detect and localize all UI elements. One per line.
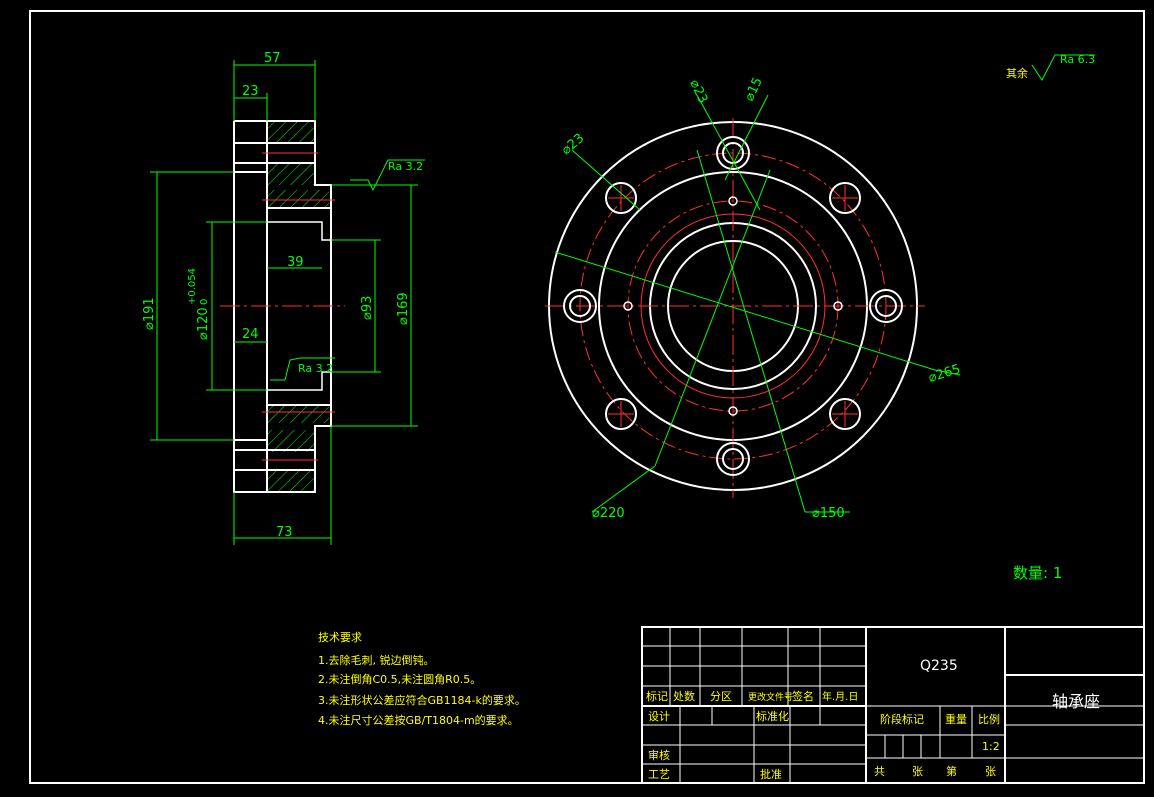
section-view: 57 23 39 24 73 ⌀191 ⌀120 +0.054 0 ⌀93 ⌀1… xyxy=(142,51,425,545)
tol-lower: 0 xyxy=(199,299,210,305)
roughness-rest: 其余 Ra 6.3 xyxy=(1006,53,1095,81)
material-label: Q235 xyxy=(920,658,958,674)
header-change-doc: 更改文件号 xyxy=(748,691,793,703)
front-view: ⌀23 ⌀15 ⌀23 ⌀265 ⌀220 ⌀150 xyxy=(545,75,962,521)
header-mark: 标记 xyxy=(646,689,668,703)
dim-57: 57 xyxy=(264,51,281,66)
tech-title: 技术要求 xyxy=(318,631,362,644)
drawing-border xyxy=(29,10,1145,784)
header-date: 年.月.日 xyxy=(822,690,858,703)
front-dim-23b: ⌀23 xyxy=(559,131,587,158)
tech-requirements: 技术要求 1.去除毛刺, 锐边倒钝。 2.未注倒角C0.5,未注圆角R0.5。 … xyxy=(318,631,526,727)
tol-upper: +0.054 xyxy=(187,268,198,305)
front-dim-23a: ⌀23 xyxy=(686,77,710,105)
process-label: 工艺 xyxy=(648,768,670,781)
tech-item: 4.未注尺寸公差按GB/T1804-m的要求。 xyxy=(318,713,519,727)
header-sign: 签名 xyxy=(792,689,814,703)
approve-label: 批准 xyxy=(760,767,782,781)
dim-73: 73 xyxy=(276,525,293,540)
quantity-label: 数量: 1 xyxy=(1013,564,1062,582)
tech-item: 2.未注倒角C0.5,未注圆角R0.5。 xyxy=(318,672,481,686)
standardization-label: 标准化 xyxy=(756,709,789,723)
design-label: 设计 xyxy=(648,710,670,723)
ra-top: Ra 3.2 xyxy=(388,160,423,173)
ra-mid: Ra 3.2 xyxy=(298,362,333,375)
sheet-no-label: 第 xyxy=(946,764,957,778)
roughness-value: Ra 6.3 xyxy=(1060,53,1095,66)
tech-item: 1.去除毛刺, 锐边倒钝。 xyxy=(318,653,435,667)
front-dim-150: ⌀150 xyxy=(812,506,845,521)
front-dim-15: ⌀15 xyxy=(742,75,766,103)
dim-24: 24 xyxy=(242,327,259,342)
dim-23: 23 xyxy=(242,84,259,99)
dim-93: ⌀93 xyxy=(360,296,375,320)
dim-169: ⌀169 xyxy=(396,292,411,325)
part-name: 轴承座 xyxy=(1052,692,1100,711)
sheets-label: 张 xyxy=(912,765,923,778)
title-block xyxy=(641,626,1145,784)
dim-191: ⌀191 xyxy=(142,297,157,330)
stage-mark-label: 阶段标记 xyxy=(880,712,924,726)
front-dim-220: ⌀220 xyxy=(592,506,625,521)
scale-value: 1:2 xyxy=(982,740,1000,753)
sheets2-label: 张 xyxy=(985,765,996,778)
tech-item: 3.未注形状公差应符合GB1184-k的要求。 xyxy=(318,693,526,707)
scale-label: 比例 xyxy=(978,712,1000,726)
total-label: 共 xyxy=(874,765,885,778)
dim-39: 39 xyxy=(287,255,304,270)
header-zone: 分区 xyxy=(710,690,732,703)
review-label: 审核 xyxy=(648,748,670,762)
weight-label: 重量 xyxy=(945,712,967,726)
roughness-prefix: 其余 xyxy=(1006,66,1028,80)
dim-120: ⌀120 xyxy=(196,307,211,340)
header-count: 处数 xyxy=(673,690,695,703)
front-dim-265: ⌀265 xyxy=(927,362,963,386)
